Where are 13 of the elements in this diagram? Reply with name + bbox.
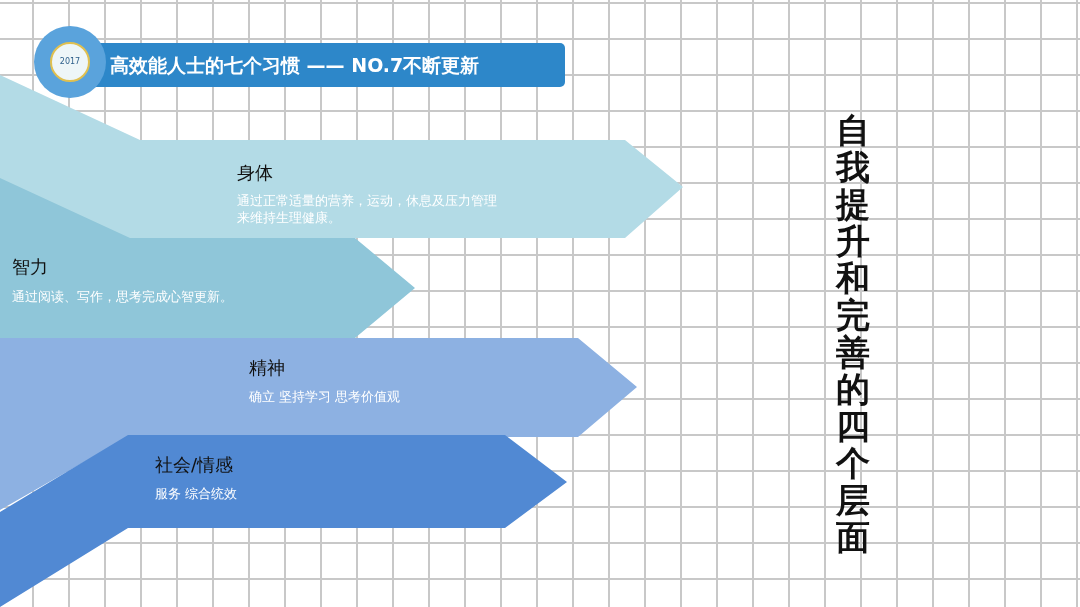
- arrow-banner: [0, 75, 683, 238]
- band-heading: 精神: [249, 356, 285, 380]
- band-description: 确立 坚持学习 思考价值观: [249, 388, 402, 405]
- band-heading: 身体: [237, 161, 273, 185]
- band-heading: 智力: [12, 255, 48, 279]
- band-heading: 社会/情感: [155, 453, 234, 477]
- band-description: 通过正常适量的营养，运动，休息及压力管理来维持生理健康。: [237, 192, 498, 226]
- band-description: 服务 综合统效: [155, 485, 239, 502]
- arrow-banner: [0, 338, 637, 510]
- band-description: 通过阅读、写作，思考完成心智更新。: [12, 288, 234, 305]
- side-heading: 自我提升和完善的四个层面: [836, 112, 871, 556]
- arrow-banner: [0, 435, 567, 607]
- year-text: 2017: [58, 57, 82, 67]
